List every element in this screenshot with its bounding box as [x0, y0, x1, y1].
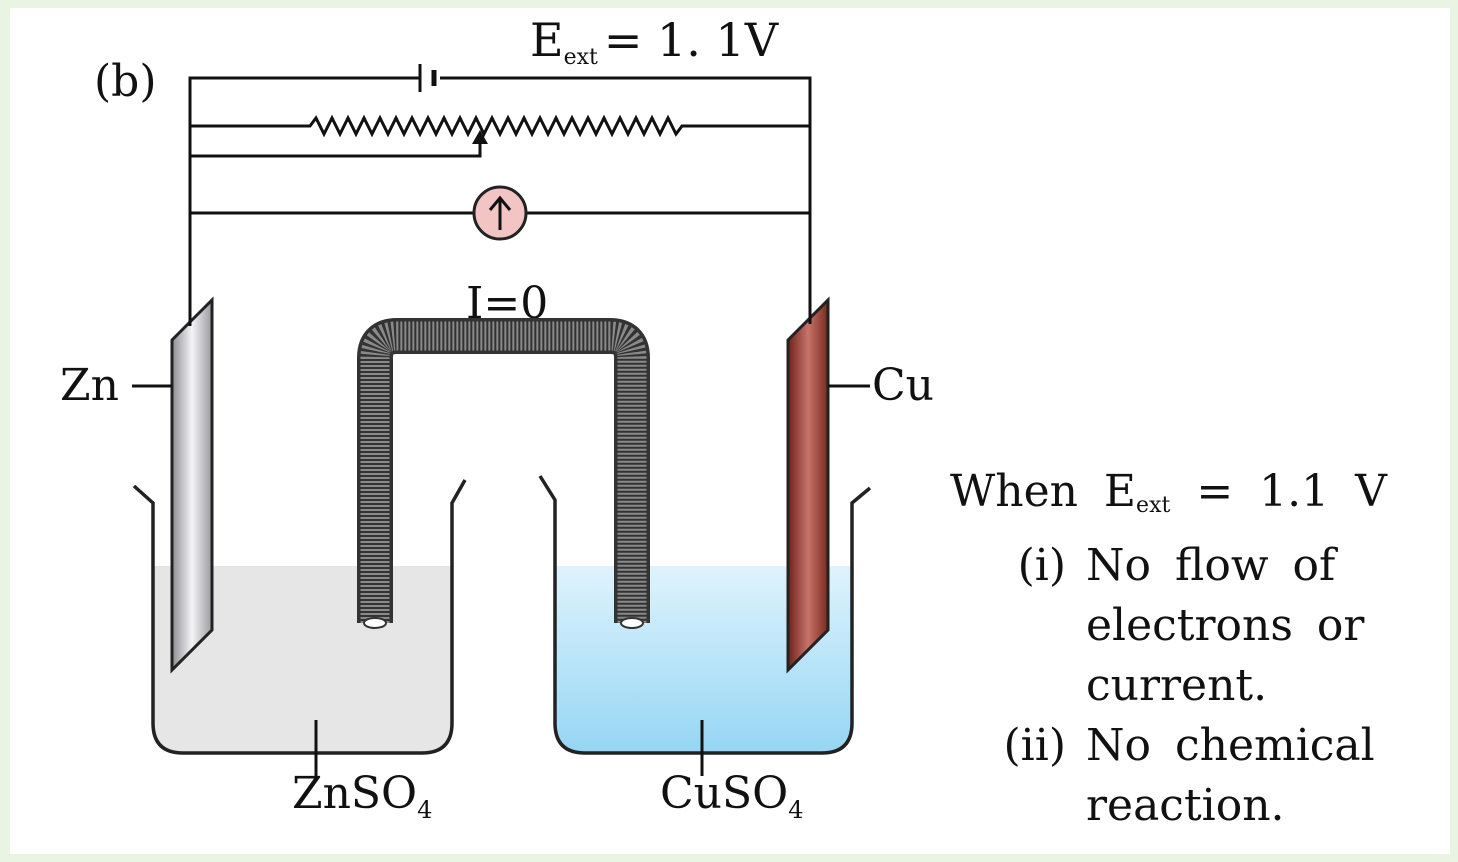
explanation-note: When Eext = 1.1 V (i)No flow of electron…	[950, 462, 1440, 836]
copper-electrode	[786, 296, 830, 674]
copper-sulfate-label: CuSO4	[660, 768, 804, 824]
voltage-label: Eext= 1. 1V	[530, 13, 779, 70]
zinc-sulfate-label: ZnSO4	[292, 768, 432, 824]
note-item-1: (i)No flow of	[1017, 540, 1336, 591]
note-item-2: (ii)No chemical	[1003, 720, 1375, 771]
battery-wire	[188, 76, 812, 308]
copper-label: Cu	[872, 360, 934, 411]
note-item-1-line-2: electrons or	[1086, 600, 1365, 651]
zinc-label: Zn	[60, 360, 119, 411]
rheostat	[190, 114, 810, 138]
note-heading: When Eext = 1.1 V	[950, 466, 1387, 518]
figure-panel: (b) Eext= 1. 1V I=0 Zn Cu ZnSO4 CuSO4	[10, 8, 1450, 854]
rheostat-slider-wire	[190, 140, 482, 158]
salt-bridge-right-end	[620, 617, 644, 629]
note-item-1-line-3: current.	[1086, 660, 1268, 711]
electrochemical-cell-diagram: (b) Eext= 1. 1V I=0 Zn Cu ZnSO4 CuSO4	[60, 13, 934, 824]
left-beaker	[132, 479, 467, 755]
salt-bridge-left-end	[363, 617, 387, 629]
external-circuit	[188, 64, 812, 308]
part-label: (b)	[94, 56, 157, 107]
slider-arrow-icon	[472, 130, 488, 144]
ammeter-needle-icon	[488, 195, 512, 230]
salt-bridge	[360, 321, 647, 623]
note-item-2-line-2: reaction.	[1086, 780, 1285, 831]
zinc-electrode	[170, 296, 214, 674]
